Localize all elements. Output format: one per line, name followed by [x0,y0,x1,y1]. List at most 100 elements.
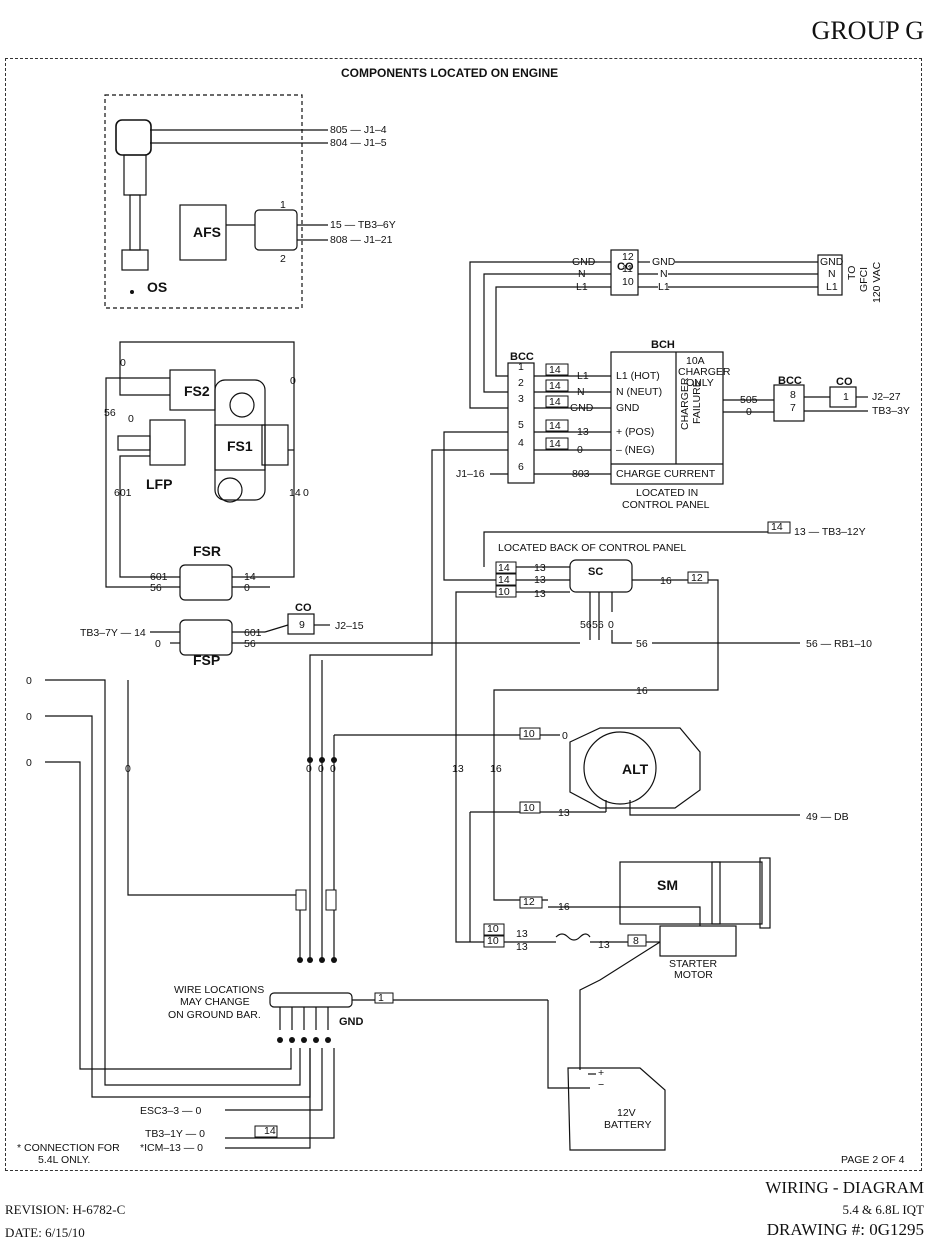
svg-text:GFCI: GFCI [858,267,870,292]
svg-text:0: 0 [125,763,131,775]
svg-text:ESC3–3 — 0: ESC3–3 — 0 [140,1105,201,1117]
svg-text:L1 (HOT): L1 (HOT) [616,370,660,382]
svg-text:LOCATED BACK OF CONTROL PANEL: LOCATED BACK OF CONTROL PANEL [498,542,686,554]
svg-text:12: 12 [622,251,634,263]
svg-text:13: 13 [516,941,528,953]
svg-text:CHARGE CURRENT: CHARGE CURRENT [616,468,716,480]
svg-text:13: 13 [577,426,589,438]
svg-text:10: 10 [487,935,499,947]
svg-text:13: 13 [558,807,570,819]
svg-text:N: N [578,268,586,280]
svg-text:CHARGER: CHARGER [679,377,691,430]
svg-text:L1: L1 [658,281,670,293]
svg-text:13: 13 [534,562,546,574]
svg-text:2: 2 [518,377,524,389]
svg-text:PAGE 2 OF 4: PAGE 2 OF 4 [841,1154,905,1166]
svg-text:0: 0 [306,763,312,775]
svg-text:BCH: BCH [651,339,675,351]
svg-text:0: 0 [290,375,296,387]
svg-text:WIRE LOCATIONS: WIRE LOCATIONS [174,984,264,996]
svg-text:0: 0 [128,413,134,425]
svg-text:14: 14 [264,1125,276,1137]
svg-text:1: 1 [843,391,849,403]
svg-text:J2–27: J2–27 [872,391,901,403]
svg-text:0: 0 [26,675,32,687]
svg-text:10: 10 [523,728,535,740]
svg-text:L1: L1 [826,281,838,293]
svg-text:BCC: BCC [510,351,534,363]
svg-text:CONTROL PANEL: CONTROL PANEL [622,499,710,511]
svg-text:16: 16 [636,685,648,697]
svg-text:ALT: ALT [622,761,649,777]
svg-text:SC: SC [588,566,603,578]
svg-text:N: N [828,268,836,280]
svg-text:0: 0 [562,730,568,742]
svg-text:8: 8 [633,935,639,947]
svg-text:FS1: FS1 [227,438,253,454]
svg-text:56 — RB1–10: 56 — RB1–10 [806,638,872,650]
svg-text:J2–15: J2–15 [335,620,364,632]
svg-text:11: 11 [622,263,633,275]
svg-text:0: 0 [26,757,32,769]
svg-text:601: 601 [114,487,132,499]
svg-text:2: 2 [280,253,286,265]
svg-text:−: − [598,1079,604,1091]
svg-text:56: 56 [636,638,648,650]
doc-type: WIRING - DIAGRAM [765,1178,924,1197]
svg-text:CHARGER: CHARGER [678,366,731,378]
svg-text:14: 14 [549,364,561,376]
svg-text:13: 13 [534,588,546,600]
svg-text:GND: GND [616,402,640,414]
svg-text:505: 505 [740,394,758,406]
svg-text:10: 10 [487,923,499,935]
svg-text:14: 14 [549,420,561,432]
revision: REVISION: H-6782-C [5,1202,126,1217]
svg-text:AFS: AFS [193,224,221,240]
svg-text:13: 13 [452,763,464,775]
svg-text:12V: 12V [617,1107,636,1119]
svg-text:N (NEUT): N (NEUT) [616,386,662,398]
svg-text:0: 0 [120,357,126,369]
svg-text:J1–16: J1–16 [456,468,485,480]
svg-text:14: 14 [289,487,301,499]
date: DATE: 6/15/10 [5,1225,85,1240]
svg-text:0: 0 [577,444,583,456]
svg-text:1: 1 [280,199,286,211]
svg-text:5: 5 [518,419,524,431]
svg-text:3: 3 [518,393,524,405]
svg-text:STARTER: STARTER [669,958,717,970]
svg-text:GND: GND [820,256,844,268]
svg-text:14: 14 [771,521,783,533]
drawing-number: DRAWING #: 0G1295 [766,1220,924,1239]
group-heading: GROUP G [811,16,924,45]
svg-text:1: 1 [378,992,384,1004]
svg-text:808 — J1–21: 808 — J1–21 [330,234,393,246]
svg-text:ON GROUND BAR.: ON GROUND BAR. [168,1009,261,1021]
svg-text:13: 13 [598,939,610,951]
svg-text:805 — J1–4: 805 — J1–4 [330,124,387,136]
svg-text:14: 14 [498,574,510,586]
svg-text:* CONNECTION FOR: * CONNECTION FOR [17,1142,120,1154]
svg-text:SM: SM [657,877,678,893]
svg-text:0: 0 [746,406,752,418]
svg-text:FSP: FSP [193,652,220,668]
svg-text:601: 601 [150,571,168,583]
svg-text:FSR: FSR [193,543,221,559]
svg-text:49 — DB: 49 — DB [806,811,849,823]
svg-text:16: 16 [660,575,672,587]
svg-text:0: 0 [155,638,161,650]
svg-text:TB3–7Y — 14: TB3–7Y — 14 [80,627,146,639]
svg-text:12: 12 [523,896,535,908]
svg-text:0: 0 [303,487,309,499]
svg-text:CO: CO [295,602,312,614]
svg-text:601: 601 [244,627,262,639]
svg-text:56: 56 [580,619,592,631]
svg-text:7: 7 [790,402,796,414]
svg-text:14: 14 [549,438,561,450]
svg-text:BCC: BCC [778,375,802,387]
svg-text:0: 0 [244,582,250,594]
svg-text:L1: L1 [576,281,588,293]
svg-text:GND: GND [572,256,596,268]
svg-text:56: 56 [244,638,256,650]
svg-text:TB3–3Y: TB3–3Y [872,405,910,417]
